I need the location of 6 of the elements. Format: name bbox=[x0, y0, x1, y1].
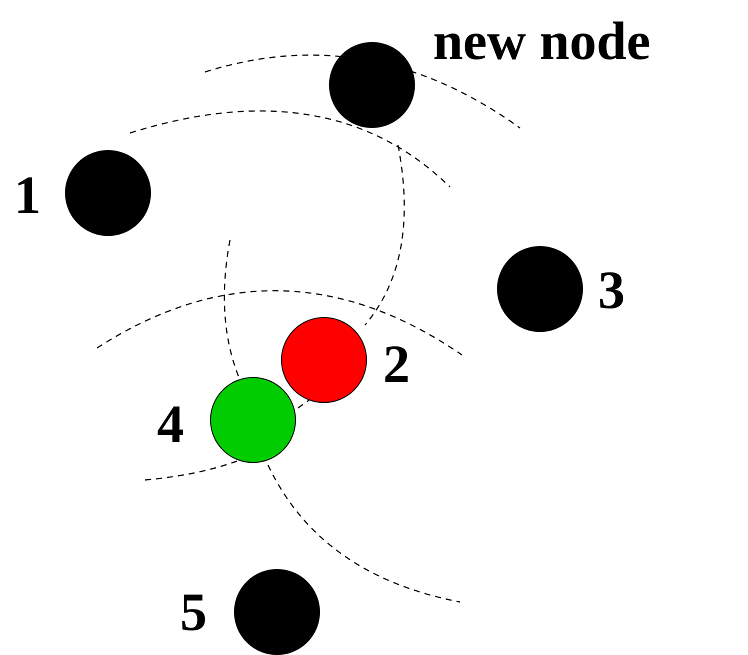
node-label: 2 bbox=[383, 337, 410, 391]
node-label: 1 bbox=[14, 168, 41, 222]
node-label: 5 bbox=[180, 585, 207, 639]
node-label: 4 bbox=[157, 397, 184, 451]
node-label: new node bbox=[433, 14, 651, 68]
node-label: 3 bbox=[598, 263, 625, 317]
